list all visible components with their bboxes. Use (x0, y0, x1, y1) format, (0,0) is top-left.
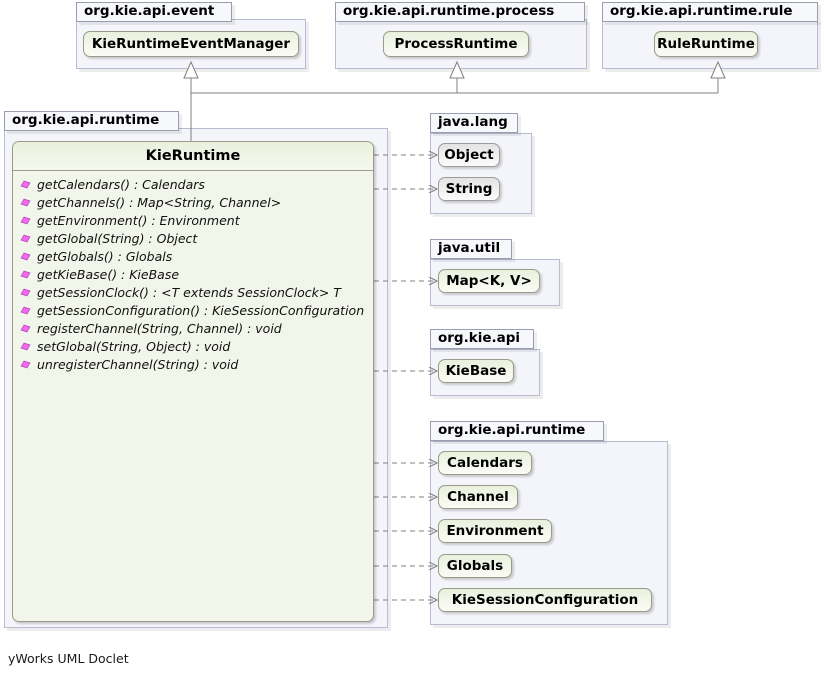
method-signature: getGlobal(String) : Object (37, 230, 198, 246)
method-row[interactable]: getSessionConfiguration() : KieSessionCo… (13, 301, 373, 319)
method-row[interactable]: getGlobals() : Globals (13, 247, 373, 265)
method-row[interactable]: getKieBase() : KieBase (13, 265, 373, 283)
method-icon (20, 306, 31, 314)
method-row[interactable]: unregisterChannel(String) : void (13, 355, 373, 373)
package-label-event: org.kie.api.event (76, 2, 232, 22)
method-icon (20, 360, 31, 368)
class-title-kieruntime: KieRuntime (13, 142, 373, 171)
class-node-environment[interactable]: Environment (438, 519, 552, 543)
method-icon (20, 270, 31, 278)
method-icon (20, 234, 31, 242)
method-row[interactable]: getCalendars() : Calendars (13, 175, 373, 193)
class-box-kieruntime[interactable]: KieRuntime getCalendars() : Calendars ge… (12, 141, 374, 622)
method-signature: getKieBase() : KieBase (37, 266, 180, 282)
class-node-channel[interactable]: Channel (438, 485, 518, 509)
package-label-kie-api: org.kie.api (430, 329, 534, 349)
class-node-string[interactable]: String (438, 177, 500, 201)
class-node-calendars[interactable]: Calendars (438, 451, 532, 475)
package-label-runtime-left: org.kie.api.runtime (4, 111, 179, 131)
method-icon (20, 216, 31, 224)
package-label-java-lang: java.lang (430, 113, 518, 133)
method-signature: getSessionConfiguration() : KieSessionCo… (37, 302, 365, 318)
method-icon (20, 252, 31, 260)
method-signature: setGlobal(String, Object) : void (37, 338, 231, 354)
method-signature: getCalendars() : Calendars (37, 176, 205, 192)
class-node-kiebase[interactable]: KieBase (438, 359, 514, 383)
package-label-java-util: java.util (430, 239, 512, 259)
method-signature: unregisterChannel(String) : void (37, 356, 239, 372)
method-signature: getChannels() : Map<String, Channel> (37, 194, 282, 210)
method-icon (20, 324, 31, 332)
method-signature: getSessionClock() : <T extends SessionCl… (37, 284, 341, 300)
method-signature: registerChannel(String, Channel) : void (37, 320, 282, 336)
method-icon (20, 198, 31, 206)
class-node-globals[interactable]: Globals (438, 554, 512, 578)
method-row[interactable]: setGlobal(String, Object) : void (13, 337, 373, 355)
member-list: getCalendars() : Calendars getChannels()… (13, 171, 373, 373)
class-node-kieruntimeeventmanager[interactable]: KieRuntimeEventManager (83, 31, 299, 57)
method-signature: getGlobals() : Globals (37, 248, 173, 264)
class-node-processruntime[interactable]: ProcessRuntime (383, 31, 529, 57)
class-node-kiesessionconfiguration[interactable]: KieSessionConfiguration (438, 588, 652, 612)
package-label-rule: org.kie.api.runtime.rule (602, 2, 818, 22)
method-icon (20, 180, 31, 188)
method-row[interactable]: getChannels() : Map<String, Channel> (13, 193, 373, 211)
footer-credit: yWorks UML Doclet (8, 651, 129, 666)
class-node-object[interactable]: Object (438, 143, 500, 167)
method-signature: getEnvironment() : Environment (37, 212, 240, 228)
class-node-ruleruntime[interactable]: RuleRuntime (654, 31, 758, 57)
method-icon (20, 342, 31, 350)
class-node-map[interactable]: Map<K, V> (438, 269, 540, 293)
package-label-process: org.kie.api.runtime.process (335, 2, 585, 22)
method-row[interactable]: getGlobal(String) : Object (13, 229, 373, 247)
method-row[interactable]: getEnvironment() : Environment (13, 211, 373, 229)
method-row[interactable]: getSessionClock() : <T extends SessionCl… (13, 283, 373, 301)
method-row[interactable]: registerChannel(String, Channel) : void (13, 319, 373, 337)
package-label-runtime-right: org.kie.api.runtime (430, 421, 604, 441)
method-icon (20, 288, 31, 296)
